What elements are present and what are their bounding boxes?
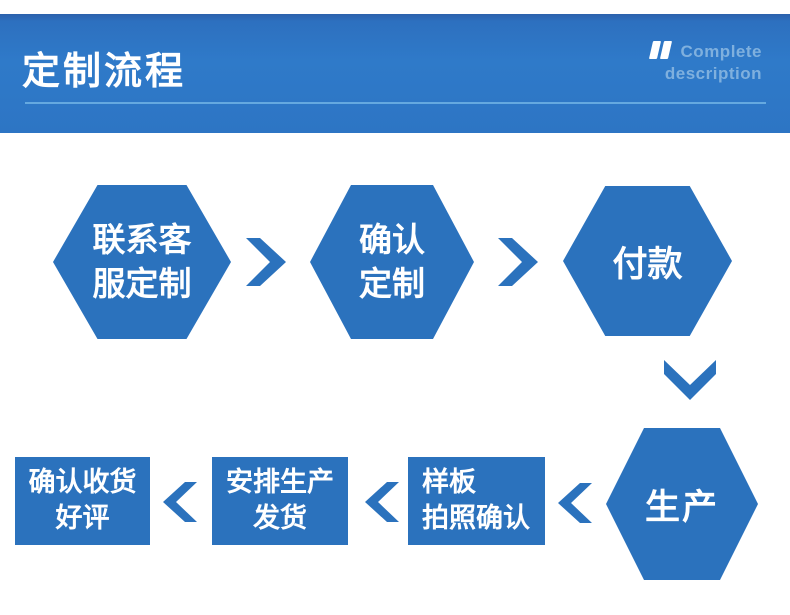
arrow-right-icon [246,238,286,286]
flow-node-arrange-production-ship: 安排生产 发货 [212,457,348,545]
arrow-right-icon [498,238,538,286]
flow-node-confirm-receipt-review: 确认收货 好评 [15,457,150,545]
flow-node-pay: 付款 [563,186,732,336]
tagline-line1: Complete [680,42,762,61]
tagline-line2: description [664,64,762,84]
header-tagline: Complete description [665,41,762,86]
header-banner: 定制流程 Complete description [0,14,790,133]
arrow-left-icon [163,482,197,522]
flow-node-sample-photo-confirm: 样板 拍照确认 [408,457,545,545]
arrow-down-icon [664,360,716,400]
flow-node-contact-support: 联系客 服定制 [53,185,231,339]
flow-node-confirm-custom: 确认 定制 [310,185,474,339]
page-title: 定制流程 [22,51,187,93]
arrow-left-icon [558,483,592,523]
arrow-left-icon [365,482,399,522]
banner-underline [25,102,766,104]
flow-node-production: 生产 [606,428,758,580]
